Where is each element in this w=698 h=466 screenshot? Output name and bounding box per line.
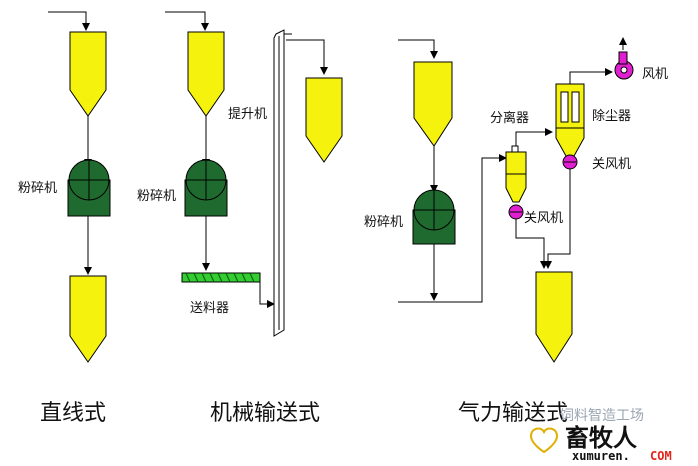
crusher-label: 粉碎机 (18, 181, 57, 196)
hopper-top (69, 31, 107, 117)
dust-collector-label: 除尘器 (592, 109, 631, 124)
heart-logo-icon (529, 427, 559, 454)
flow-line (515, 219, 548, 269)
crusher (412, 189, 456, 245)
flow-line (259, 278, 275, 308)
watermark-site: xumuren. (572, 449, 630, 463)
crusher-label: 粉碎机 (364, 215, 403, 230)
hopper-bottom (69, 275, 107, 363)
mechanical-system: 粉碎机 送料器 提升机 机械输送式 (137, 11, 343, 426)
watermark-text: 饲料智造工场 (560, 408, 644, 424)
air-line (569, 68, 613, 84)
hopper-bottom (305, 77, 343, 163)
crusher (67, 159, 111, 217)
conveyor-label: 送料器 (190, 301, 229, 316)
watermark: 饲料智造工场 畜牧人 xumuren. COM (529, 408, 672, 463)
elevator-discharge-line (286, 39, 328, 75)
hopper-top (187, 31, 225, 117)
hopper-top (413, 61, 453, 147)
fan-icon (614, 51, 634, 80)
inlet-line (48, 11, 90, 31)
watermark-brand: 畜牧人 (565, 424, 637, 452)
inlet-line (165, 11, 209, 31)
crusher (184, 159, 228, 217)
pneumatic-system: 粉碎机 分离器 关风机 除尘器 关风机 (364, 37, 668, 426)
direct-system: 粉碎机 直线式 (18, 11, 111, 426)
caption-mechanical: 机械输送式 (210, 401, 320, 426)
separator-label: 分离器 (490, 110, 529, 126)
screw-conveyor (181, 272, 261, 283)
hopper-bottom (535, 271, 573, 363)
bucket-elevator (273, 29, 292, 337)
pneumatic-pipe (398, 154, 507, 303)
watermark-domain: COM (650, 449, 672, 463)
bag-filter (555, 83, 585, 157)
air-line (515, 128, 553, 146)
flow-line (544, 169, 571, 269)
airlock-label: 关风机 (524, 211, 563, 226)
elevator-label: 提升机 (228, 106, 267, 122)
airlock-label: 关风机 (592, 157, 631, 172)
inlet-line (398, 39, 438, 59)
caption-pneumatic: 气力输送式 (458, 401, 568, 426)
caption-direct: 直线式 (40, 401, 106, 426)
crusher-label: 粉碎机 (137, 189, 176, 204)
fan-label: 风机 (642, 67, 668, 82)
cyclone-separator (505, 145, 527, 203)
